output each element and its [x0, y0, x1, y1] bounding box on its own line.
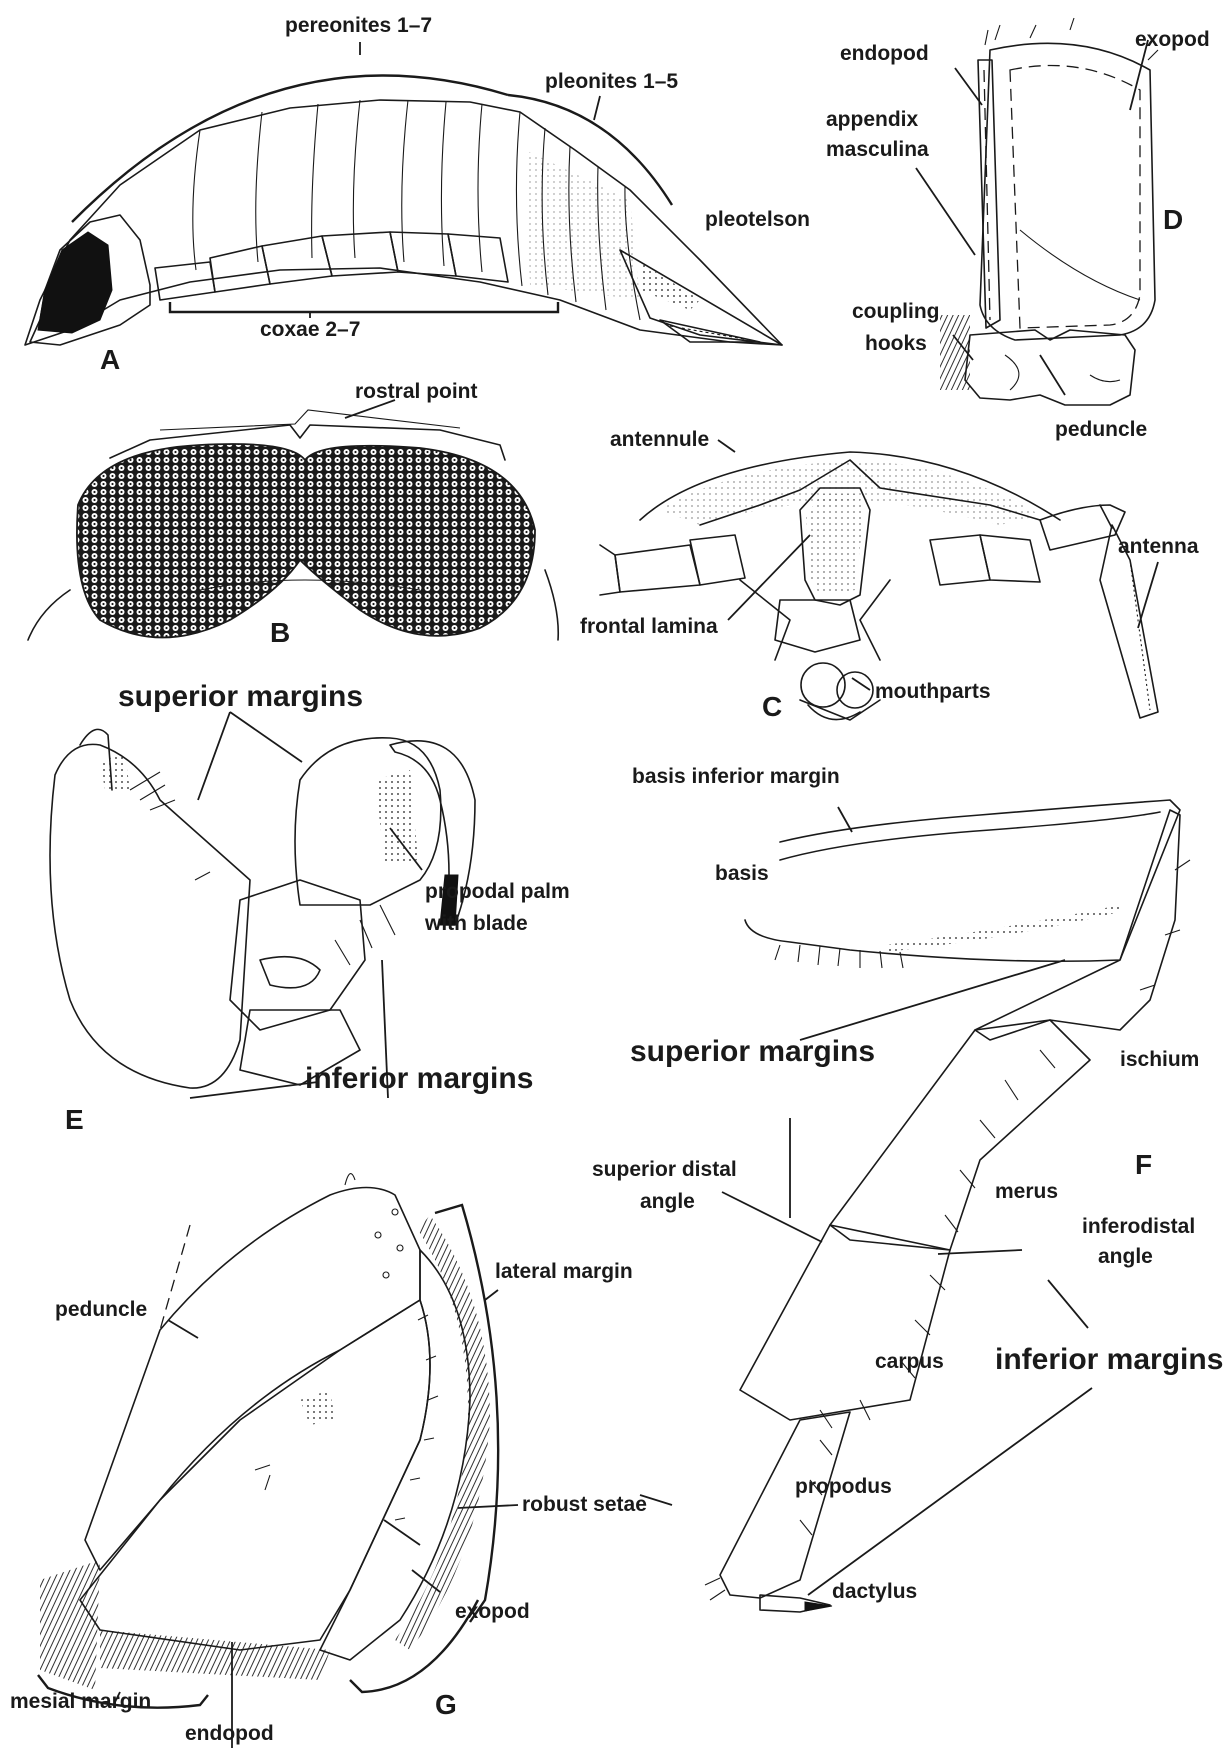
- exopod-g-shape: [320, 1250, 470, 1660]
- label-ischium: ischium: [1120, 1048, 1199, 1072]
- propodus-f: [720, 1412, 850, 1598]
- label-mesial-margin: mesial margin: [10, 1690, 151, 1714]
- label-superior-distal-angle-2: angle: [640, 1190, 695, 1214]
- label-frontal-lamina: frontal lamina: [580, 615, 718, 639]
- panel-letter-f: F: [1135, 1150, 1152, 1180]
- panel-letter-g: G: [435, 1690, 457, 1720]
- panel-letter-d: D: [1163, 205, 1183, 235]
- panel-g-drawing: [38, 1174, 518, 1748]
- label-inferior-margins-e: inferior margins: [305, 1062, 533, 1096]
- label-rostral-point: rostral point: [355, 380, 478, 404]
- label-mouthparts: mouthparts: [875, 680, 991, 704]
- coupling-hooks-shape: [940, 315, 970, 390]
- body-outline: [25, 100, 782, 345]
- label-peduncle-g: peduncle: [55, 1298, 147, 1322]
- panel-f-drawing: [640, 800, 1190, 1612]
- label-inferior-margins-f: inferior margins: [995, 1343, 1223, 1377]
- panel-b-drawing: [28, 400, 558, 640]
- label-coupling-hooks-1: coupling: [852, 300, 940, 324]
- label-superior-distal-angle-1: superior distal: [592, 1158, 737, 1182]
- label-basis-inferior-margin: basis inferior margin: [632, 765, 840, 789]
- dactylus-f: [760, 1595, 830, 1612]
- label-endopod-g: endopod: [185, 1722, 274, 1746]
- label-lateral-margin: lateral margin: [495, 1260, 633, 1284]
- compound-eyes: [77, 444, 535, 638]
- label-endopod-d: endopod: [840, 42, 929, 66]
- label-propodal-palm-2: with blade: [425, 912, 528, 936]
- panel-letter-a: A: [100, 345, 120, 375]
- label-pleotelson: pleotelson: [705, 208, 810, 232]
- basis-lobe: [50, 744, 250, 1088]
- carpus-f: [740, 1225, 950, 1420]
- label-merus: merus: [995, 1180, 1058, 1204]
- panel-c-drawing: [600, 440, 1158, 720]
- label-carpus: carpus: [875, 1350, 944, 1374]
- panel-d-drawing: [916, 18, 1158, 405]
- label-pleonites: pleonites 1–5: [545, 70, 678, 94]
- label-pereonites: pereonites 1–7: [285, 14, 432, 38]
- label-inferodistal-angle-2: angle: [1098, 1245, 1153, 1269]
- label-propodal-palm-1: propodal palm: [425, 880, 570, 904]
- label-superior-margins-f: superior margins: [630, 1035, 875, 1069]
- peduncle-g-shape: [85, 1188, 420, 1571]
- label-coxae: coxae 2–7: [260, 318, 360, 342]
- panel-letter-b: B: [270, 618, 290, 648]
- label-robust-setae: robust setae: [522, 1493, 647, 1517]
- label-dactylus: dactylus: [832, 1580, 917, 1604]
- label-exopod-g: exopod: [455, 1600, 530, 1624]
- panel-letter-e: E: [65, 1105, 84, 1135]
- eye-black: [38, 232, 112, 333]
- panel-e-drawing: [50, 712, 475, 1098]
- label-appendix-masculina-2: masculina: [826, 138, 929, 162]
- label-propodus: propodus: [795, 1475, 892, 1499]
- label-antennule: antennule: [610, 428, 709, 452]
- label-exopod-d: exopod: [1135, 28, 1210, 52]
- label-antenna: antenna: [1118, 535, 1199, 559]
- peduncle-d-shape: [965, 330, 1135, 405]
- coxae-bracket: [170, 302, 558, 312]
- endopod-g-shape: [80, 1300, 430, 1650]
- label-coupling-hooks-2: hooks: [865, 332, 927, 356]
- label-appendix-masculina-1: appendix: [826, 108, 918, 132]
- ischium-f: [975, 810, 1180, 1040]
- label-peduncle-d: peduncle: [1055, 418, 1147, 442]
- label-inferodistal-angle-1: inferodistal: [1082, 1215, 1195, 1239]
- panel-letter-c: C: [762, 692, 782, 722]
- label-superior-margins-e: superior margins: [118, 680, 363, 714]
- label-basis: basis: [715, 862, 769, 886]
